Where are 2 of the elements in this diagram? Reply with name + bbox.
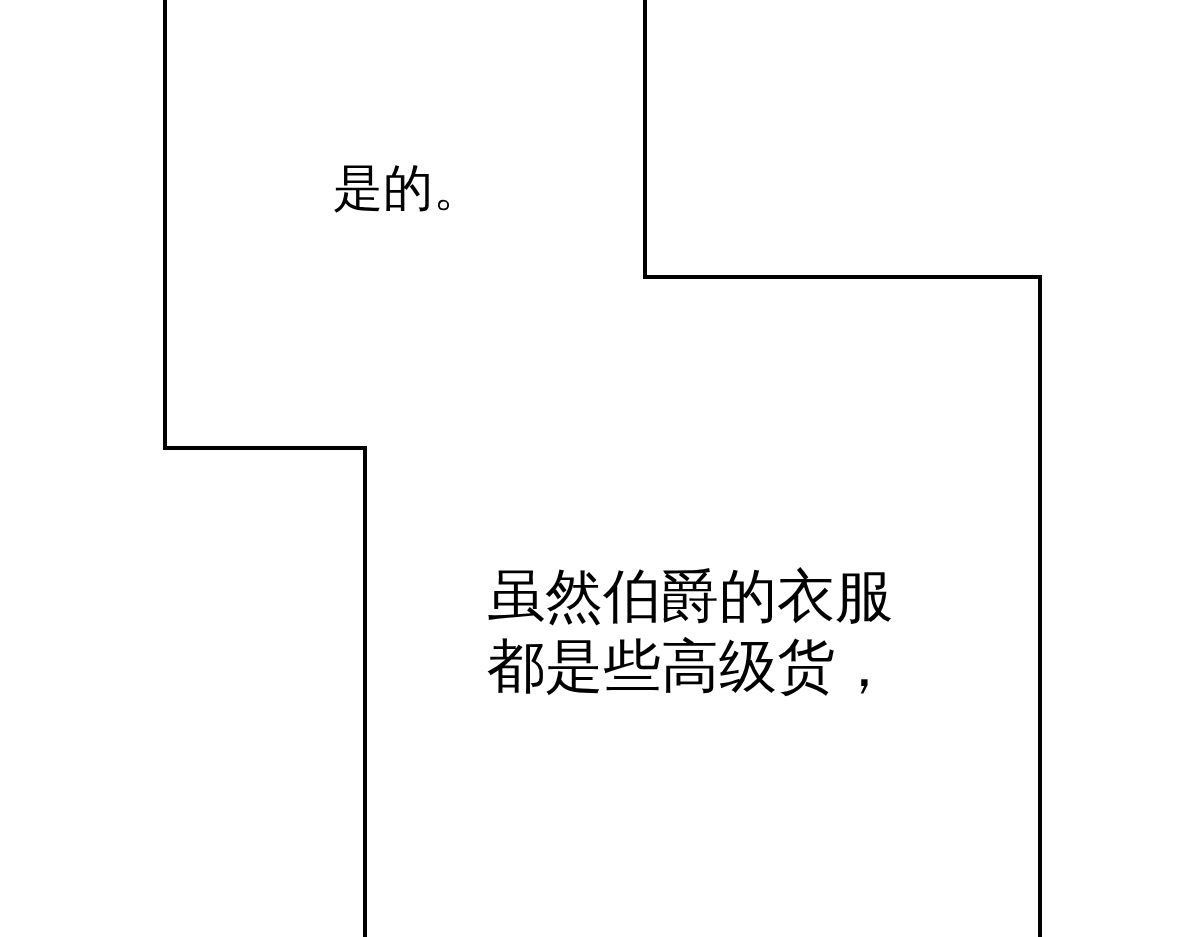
dialogue-text: 虽然伯爵的衣服都是些高级货，	[487, 563, 894, 701]
dialogue-text: 是的。	[333, 159, 484, 218]
